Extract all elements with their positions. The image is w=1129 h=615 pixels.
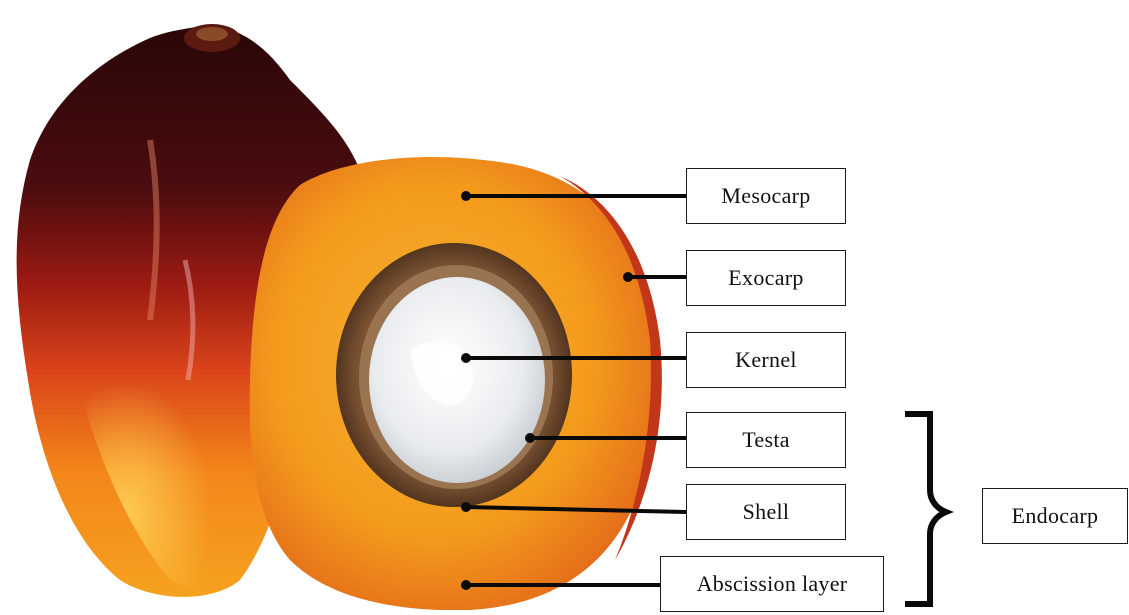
testa-label: Testa	[686, 412, 846, 468]
shell-label: Shell	[686, 484, 846, 540]
testa-leader-dot	[525, 433, 535, 443]
exocarp-leader-dot	[623, 272, 633, 282]
kernel-leader-dot	[461, 353, 471, 363]
whole-fruit-stalk-top	[196, 27, 228, 41]
endocarp-label: Endocarp	[982, 488, 1128, 544]
exocarp-label: Exocarp	[686, 250, 846, 306]
abscission-layer-leader-dot	[461, 580, 471, 590]
mesocarp-leader-dot	[461, 191, 471, 201]
mesocarp-label: Mesocarp	[686, 168, 846, 224]
endocarp-brace	[905, 414, 946, 604]
fruit-cross-section	[250, 157, 662, 610]
shell-leader-dot	[461, 502, 471, 512]
kernel-label: Kernel	[686, 332, 846, 388]
abscission-layer-label: Abscission layer	[660, 556, 884, 612]
